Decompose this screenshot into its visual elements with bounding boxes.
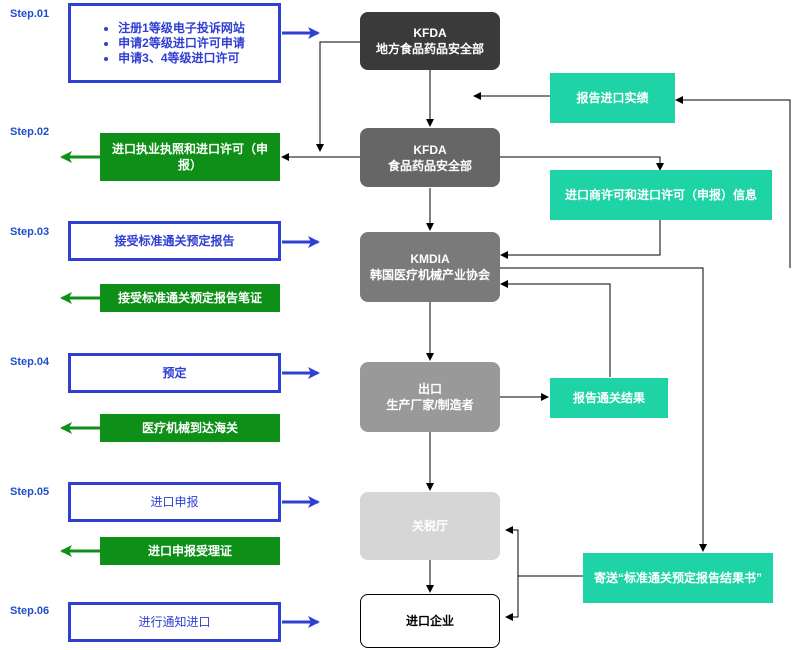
node-kfda-local-line1: KFDA	[413, 26, 447, 40]
step1-item: 注册1等级电子投诉网站	[118, 21, 245, 36]
report-import-box: 报告进口实绩	[550, 73, 675, 123]
step4-arrival-label: 医疗机械到达海关	[141, 421, 238, 435]
step4-schedule-box: 预定	[68, 353, 281, 393]
report-import-label: 报告进口实绩	[576, 91, 649, 105]
step2-permit-label: 进口执业执照和进口许可（申报）	[111, 142, 268, 172]
node-kmdia: KMDIA 韩国医疗机械产业协会	[360, 232, 500, 302]
node-importer: 进口企业	[360, 594, 500, 648]
node-export-line1: 出口	[417, 382, 442, 396]
node-kfda-local-line2: 地方食品药品安全部	[375, 42, 484, 56]
send-result-label: 寄送“标准通关预定报告结果书”	[593, 571, 762, 585]
step5-declare-box: 进口申报	[68, 482, 281, 522]
step5-accept-box: 进口申报受理证	[100, 537, 280, 565]
step-label: Step.02	[10, 126, 50, 138]
step1-item: 申请2等级进口许可申请	[118, 36, 245, 51]
step5-declare-label: 进口申报	[150, 495, 199, 509]
send-result-box: 寄送“标准通关预定报告结果书”	[583, 553, 773, 603]
license-info-label: 进口商许可和进口许可（申报）信息	[564, 188, 757, 202]
node-importer-label: 进口企业	[405, 614, 454, 628]
step1-requests: 注册1等级电子投诉网站 申请2等级进口许可申请 申请3、4等级进口许可	[68, 3, 281, 83]
step3-cert-label: 接受标准通关预定报告笔证	[117, 291, 262, 305]
node-customs: 关税厅	[360, 492, 500, 560]
node-kfda-line2: 食品药品安全部	[387, 158, 472, 173]
step-label: Step.01	[10, 8, 50, 20]
step3-submit-label: 接受标准通关预定报告	[114, 234, 235, 248]
license-info-box: 进口商许可和进口许可（申报）信息	[550, 170, 772, 220]
step-label: Step.04	[10, 356, 50, 368]
node-kfda: KFDA 食品药品安全部	[360, 128, 500, 187]
step3-cert-box: 接受标准通关预定报告笔证	[100, 284, 280, 312]
step-label: Step.06	[10, 605, 50, 617]
step-label: Step.03	[10, 226, 50, 238]
step4-arrival-box: 医疗机械到达海关	[100, 414, 280, 442]
node-export-line2: 生产厂家/制造者	[386, 398, 474, 412]
step-label: Step.05	[10, 486, 50, 498]
node-kfda-local: KFDA 地方食品药品安全部	[360, 12, 500, 70]
step2-permit-box: 进口执业执照和进口许可（申报）	[100, 133, 280, 181]
node-customs-label: 关税厅	[411, 519, 448, 533]
step6-notify-label: 进行通知进口	[138, 615, 211, 629]
step4-schedule-label: 预定	[162, 366, 187, 380]
node-export: 出口 生产厂家/制造者	[360, 362, 500, 432]
node-kfda-line1: KFDA	[413, 142, 447, 157]
step3-submit-box: 接受标准通关预定报告	[68, 221, 281, 261]
step5-accept-label: 进口申报受理证	[147, 544, 232, 558]
node-kmdia-line1: KMDIA	[410, 252, 450, 266]
report-clearance-box: 报告通关结果	[550, 378, 668, 418]
step6-notify-box: 进行通知进口	[68, 602, 281, 642]
step1-item: 申请3、4等级进口许可	[118, 51, 245, 66]
report-clearance-label: 报告通关结果	[572, 391, 645, 405]
node-kmdia-line2: 韩国医疗机械产业协会	[369, 268, 490, 282]
